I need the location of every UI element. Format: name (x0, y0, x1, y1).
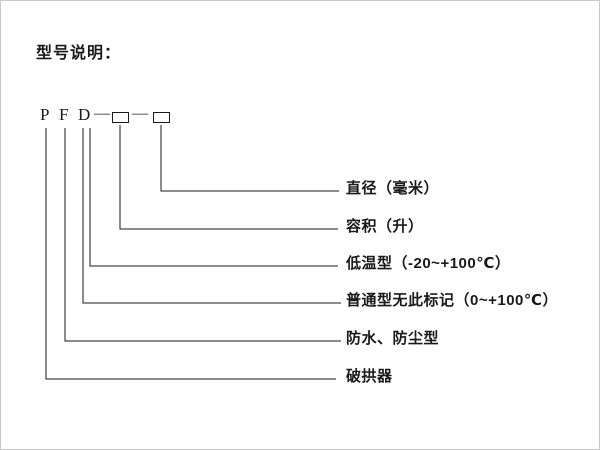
code-separator-dash: — (94, 105, 110, 122)
label-low-temp-type: 低温型（-20~+100℃） (346, 255, 511, 272)
diagram-title: 型号说明： (36, 45, 122, 62)
code-letter-f: F (59, 105, 69, 124)
code-letter-p: P (40, 105, 50, 124)
blank-spec-box-diameter (153, 112, 170, 123)
code-separator-dash: — (132, 105, 148, 122)
blank-spec-box-volume (112, 112, 129, 123)
label-normal-type: 普通型无此标记（0~+100℃） (346, 292, 559, 309)
label-diameter: 直径（毫米） (346, 180, 440, 197)
label-volume: 容积（升） (346, 218, 424, 235)
label-arch-breaker: 破拱器 (346, 368, 393, 385)
code-letter-d: D (78, 105, 91, 124)
label-waterproof-dustproof-type: 防水、防尘型 (346, 330, 440, 347)
